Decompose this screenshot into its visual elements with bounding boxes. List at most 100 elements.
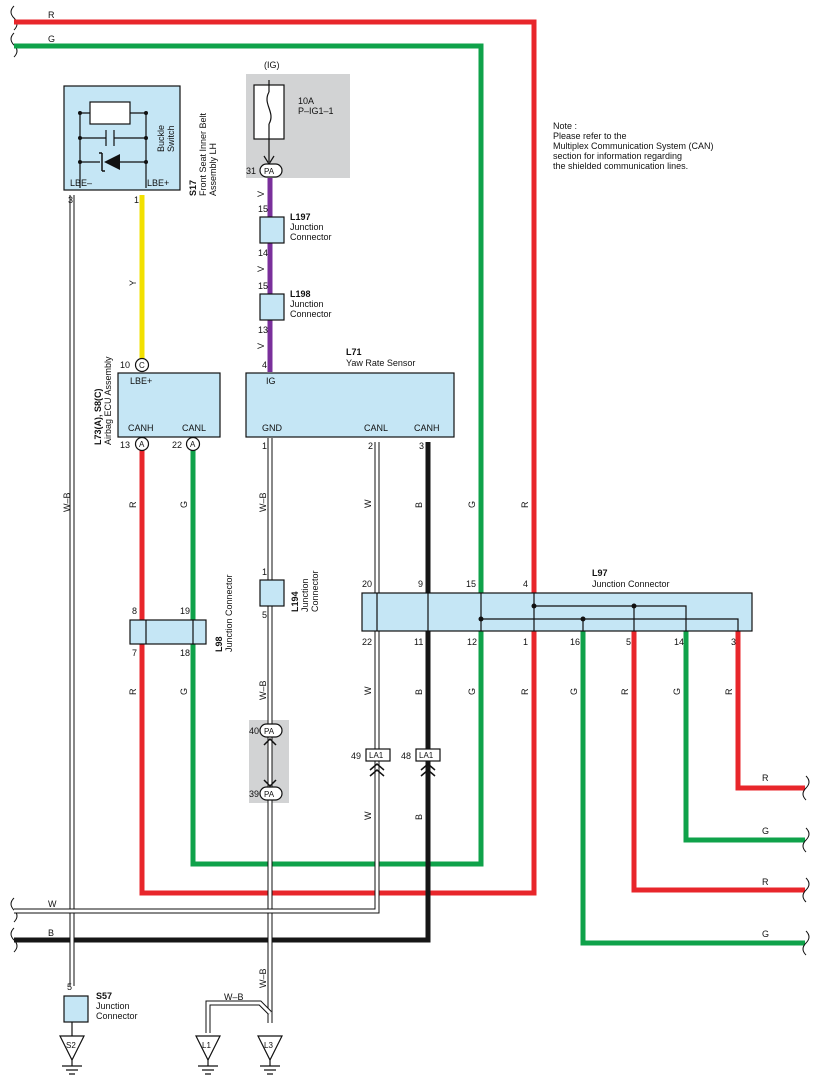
la1-pin-w: 49 [351,751,361,761]
note-line-4: the shielded communication lines. [553,161,688,171]
airbag-conn-lbe: C [139,361,145,370]
wire-right-r2 [631,630,805,893]
ig-label: (IG) [264,60,280,70]
wire-right-r1 [735,630,805,791]
airbag-conn-canh: A [139,440,145,449]
label-b-la1: B [414,814,424,820]
wire-g-top [14,43,484,867]
airbag-pin-canh: 13 [120,440,130,450]
wire-wb-l1 [205,1000,272,1033]
l71-ig: IG [266,376,276,386]
l198-name1: Junction [290,299,324,309]
l71-canl: CANL [364,423,388,433]
label-right-2: R [762,877,769,887]
l197-name2: Connector [290,232,332,242]
label-r-l97top: R [520,501,530,508]
label-right-3: G [762,929,769,939]
l194-id: L194 [290,591,300,612]
s17-title1: Front Seat Inner Belt [198,112,208,196]
l71-pin-gnd: 1 [262,441,267,451]
l197-name1: Junction [290,222,324,232]
label-g-l97top: G [467,501,477,508]
l71-pin-canl: 2 [368,441,373,451]
l197-pin-bot: 14 [258,248,268,258]
label-b-l71: B [414,502,424,508]
label-y: Y [128,280,138,286]
label-v1: V [256,191,266,197]
l97-bot-pin-7: 3 [731,637,736,647]
l98-pin-tl: 8 [132,606,137,616]
l194-name2: Connector [310,570,320,612]
l194-pin-bot: 5 [262,610,267,620]
l71-canh: CANH [414,423,440,433]
l97-bot-pin-1: 11 [414,637,423,647]
wire-right-g1 [683,630,805,843]
fuse-conn: PA [264,167,275,176]
fuse-name: P–IG1–1 [298,106,334,116]
airbag-name: Airbag ECU Assembly [103,356,113,445]
label-wb-gnd3: W–B [258,968,268,988]
ground-l3-label: L3 [264,1041,273,1050]
label-bottom-b: B [48,928,54,938]
l98-name: Junction Connector [224,574,234,652]
l97-name: Junction Connector [592,579,670,589]
airbag-pin-lbe: 10 [120,360,130,370]
label-wb-l1: W–B [224,992,244,1002]
s17-pin-minus: 3 [68,195,73,205]
s17-buckle-switch: LBE– LBE+ 3 1 Buckle Switch S17 Front Se… [63,85,218,205]
l97-junction: L97 Junction Connector 20 9 15 4 22 11 1… [361,568,753,647]
l97-bot-pin-2: 12 [467,637,477,647]
fuse-amp: 10A [298,96,314,106]
l197-pin-top: 15 [258,204,268,214]
l197-junction: 15 14 L197 Junction Connector [258,204,332,258]
l71-pin-ig: 4 [262,360,267,370]
s17-title2: Assembly LH [208,143,218,196]
l98-pin-bl: 7 [132,648,137,658]
label-r-canh1: R [128,501,138,508]
label-wb-s17: W–B [62,492,72,512]
label-w-l71: W [363,499,373,508]
l97-bot-pin-4: 16 [570,637,580,647]
label-g-l97a: G [467,688,477,695]
l98-id: L98 [214,636,224,652]
l198-pin-top: 15 [258,281,268,291]
wire-r-top [14,19,537,896]
label-top-r: R [48,10,55,20]
l71-gnd: GND [262,423,283,433]
pa-connector: PA 40 PA 39 [249,723,283,801]
l97-top-pin-0: 20 [362,579,372,589]
note-line-3: section for information regarding [553,151,682,161]
s17-lbe-minus: LBE– [70,178,92,188]
label-right-1: G [762,826,769,836]
l194-name1: Junction [300,578,310,612]
la1-pin-b: 48 [401,751,411,761]
pa-pin-bot: 39 [249,789,259,799]
note-line-0: Note : [553,121,577,131]
ground-l1-label: L1 [202,1041,211,1050]
right-break-marks [802,775,810,956]
s17-switch-line2: Switch [166,125,176,152]
label-w-la1: W [363,811,373,820]
l198-name2: Connector [290,309,332,319]
label-wb-gnd1: W–B [258,492,268,512]
l198-pin-bot: 13 [258,325,268,335]
label-g-l97b: G [569,688,579,695]
label-r-l97c: R [724,688,734,695]
note-line-1: Please refer to the [553,131,627,141]
l71-name: Yaw Rate Sensor [346,358,415,368]
label-b-l97a: B [414,689,424,695]
wire-break-marks [10,5,18,953]
note-line-2: Multiplex Communication System (CAN) [553,141,714,151]
l71-pin-canh: 3 [419,441,424,451]
pa-pin-top: 40 [249,726,259,736]
l97-top-pin-2: 15 [466,579,476,589]
airbag-canh-label: CANH [128,423,154,433]
label-r-l97a: R [520,688,530,695]
airbag-id: L73(A), S8(C) [93,388,103,445]
s57-name1: Junction [96,1001,130,1011]
l98-pin-br: 18 [180,648,190,658]
pa-conn-top: PA [264,727,275,736]
s17-lbe-plus: LBE+ [147,178,169,188]
l97-id: L97 [592,568,608,578]
